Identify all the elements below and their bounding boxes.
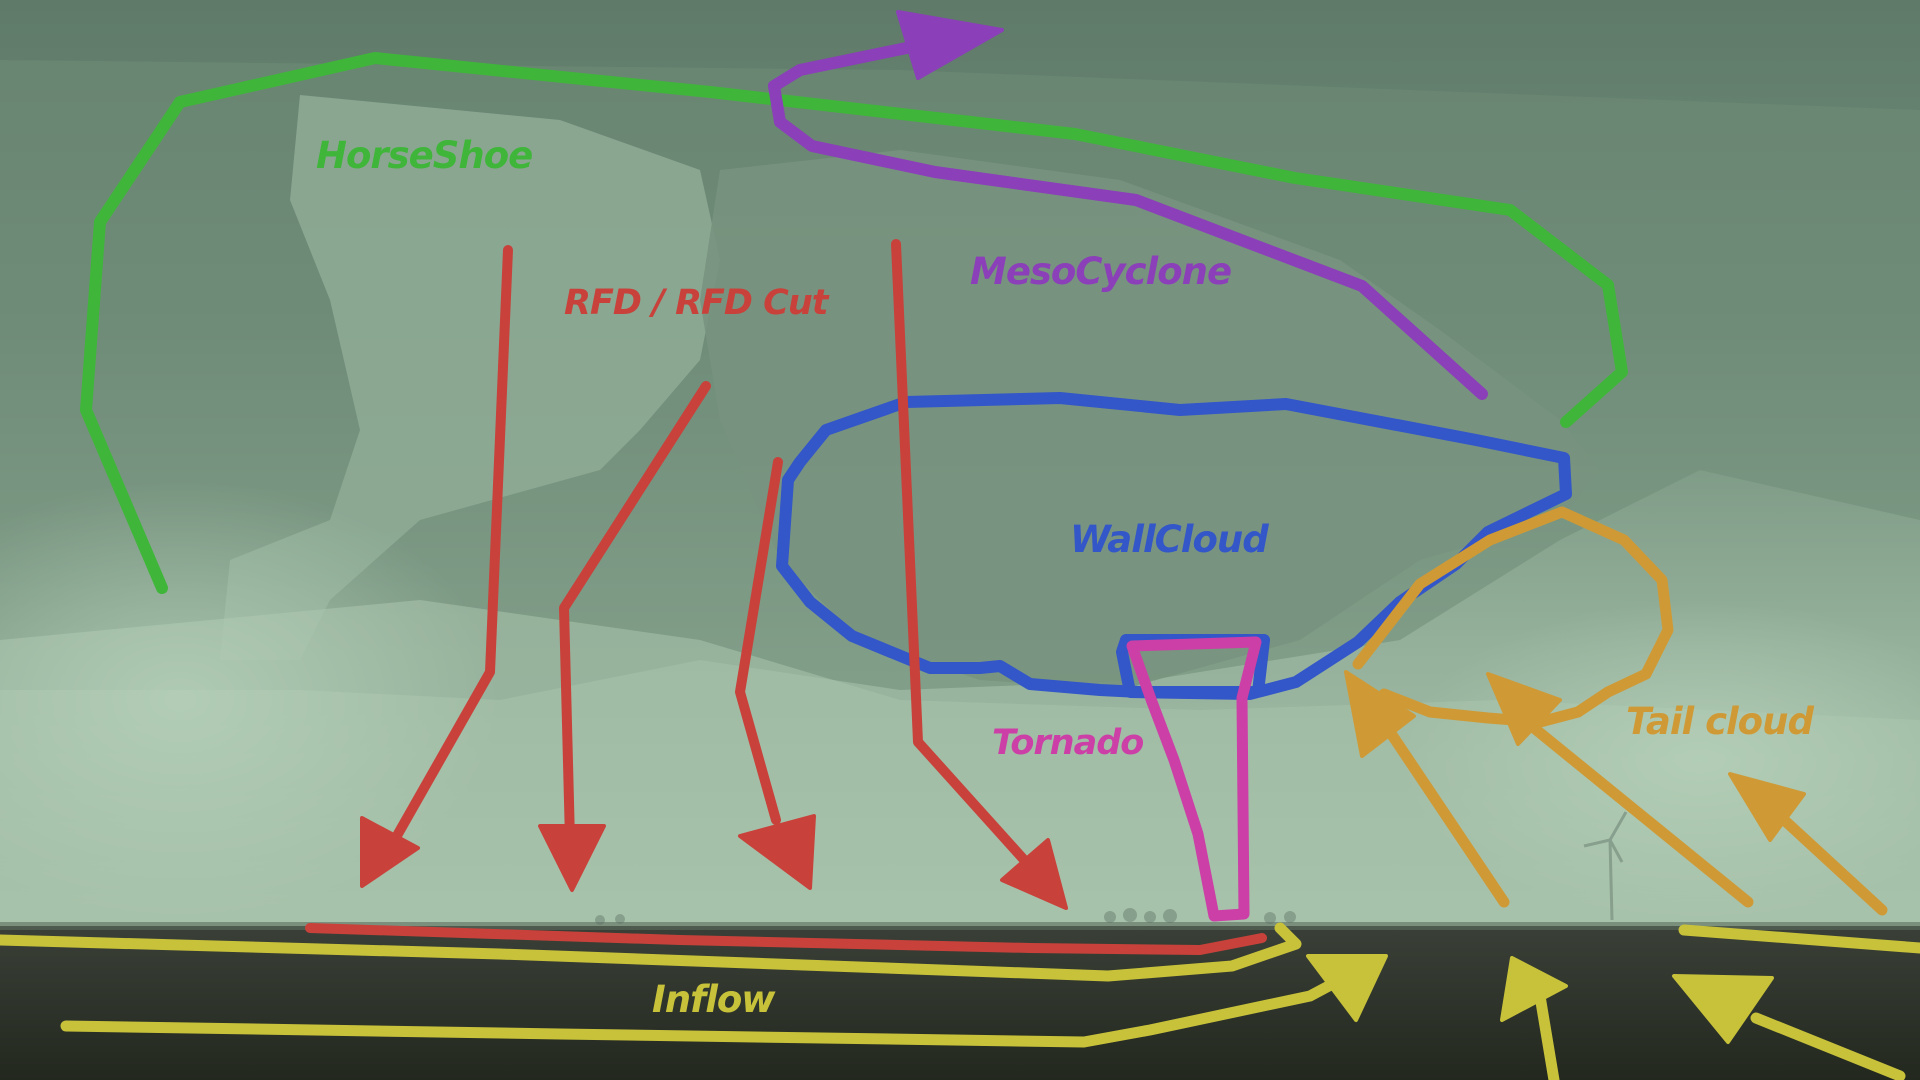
horseshoe-label: HorseShoe (316, 134, 532, 177)
mesocyclone-label: MesoCyclone (970, 250, 1231, 293)
wallcloud-label: WallCloud (1070, 518, 1269, 561)
cloud-layer (0, 60, 1920, 930)
inflow-label: Inflow (652, 978, 776, 1021)
rfd-label: RFD / RFD Cut (564, 283, 830, 323)
tail-cloud-label: Tail cloud (1626, 700, 1814, 743)
horizon-haze (0, 922, 1920, 930)
tornado-label: Tornado (992, 723, 1143, 763)
